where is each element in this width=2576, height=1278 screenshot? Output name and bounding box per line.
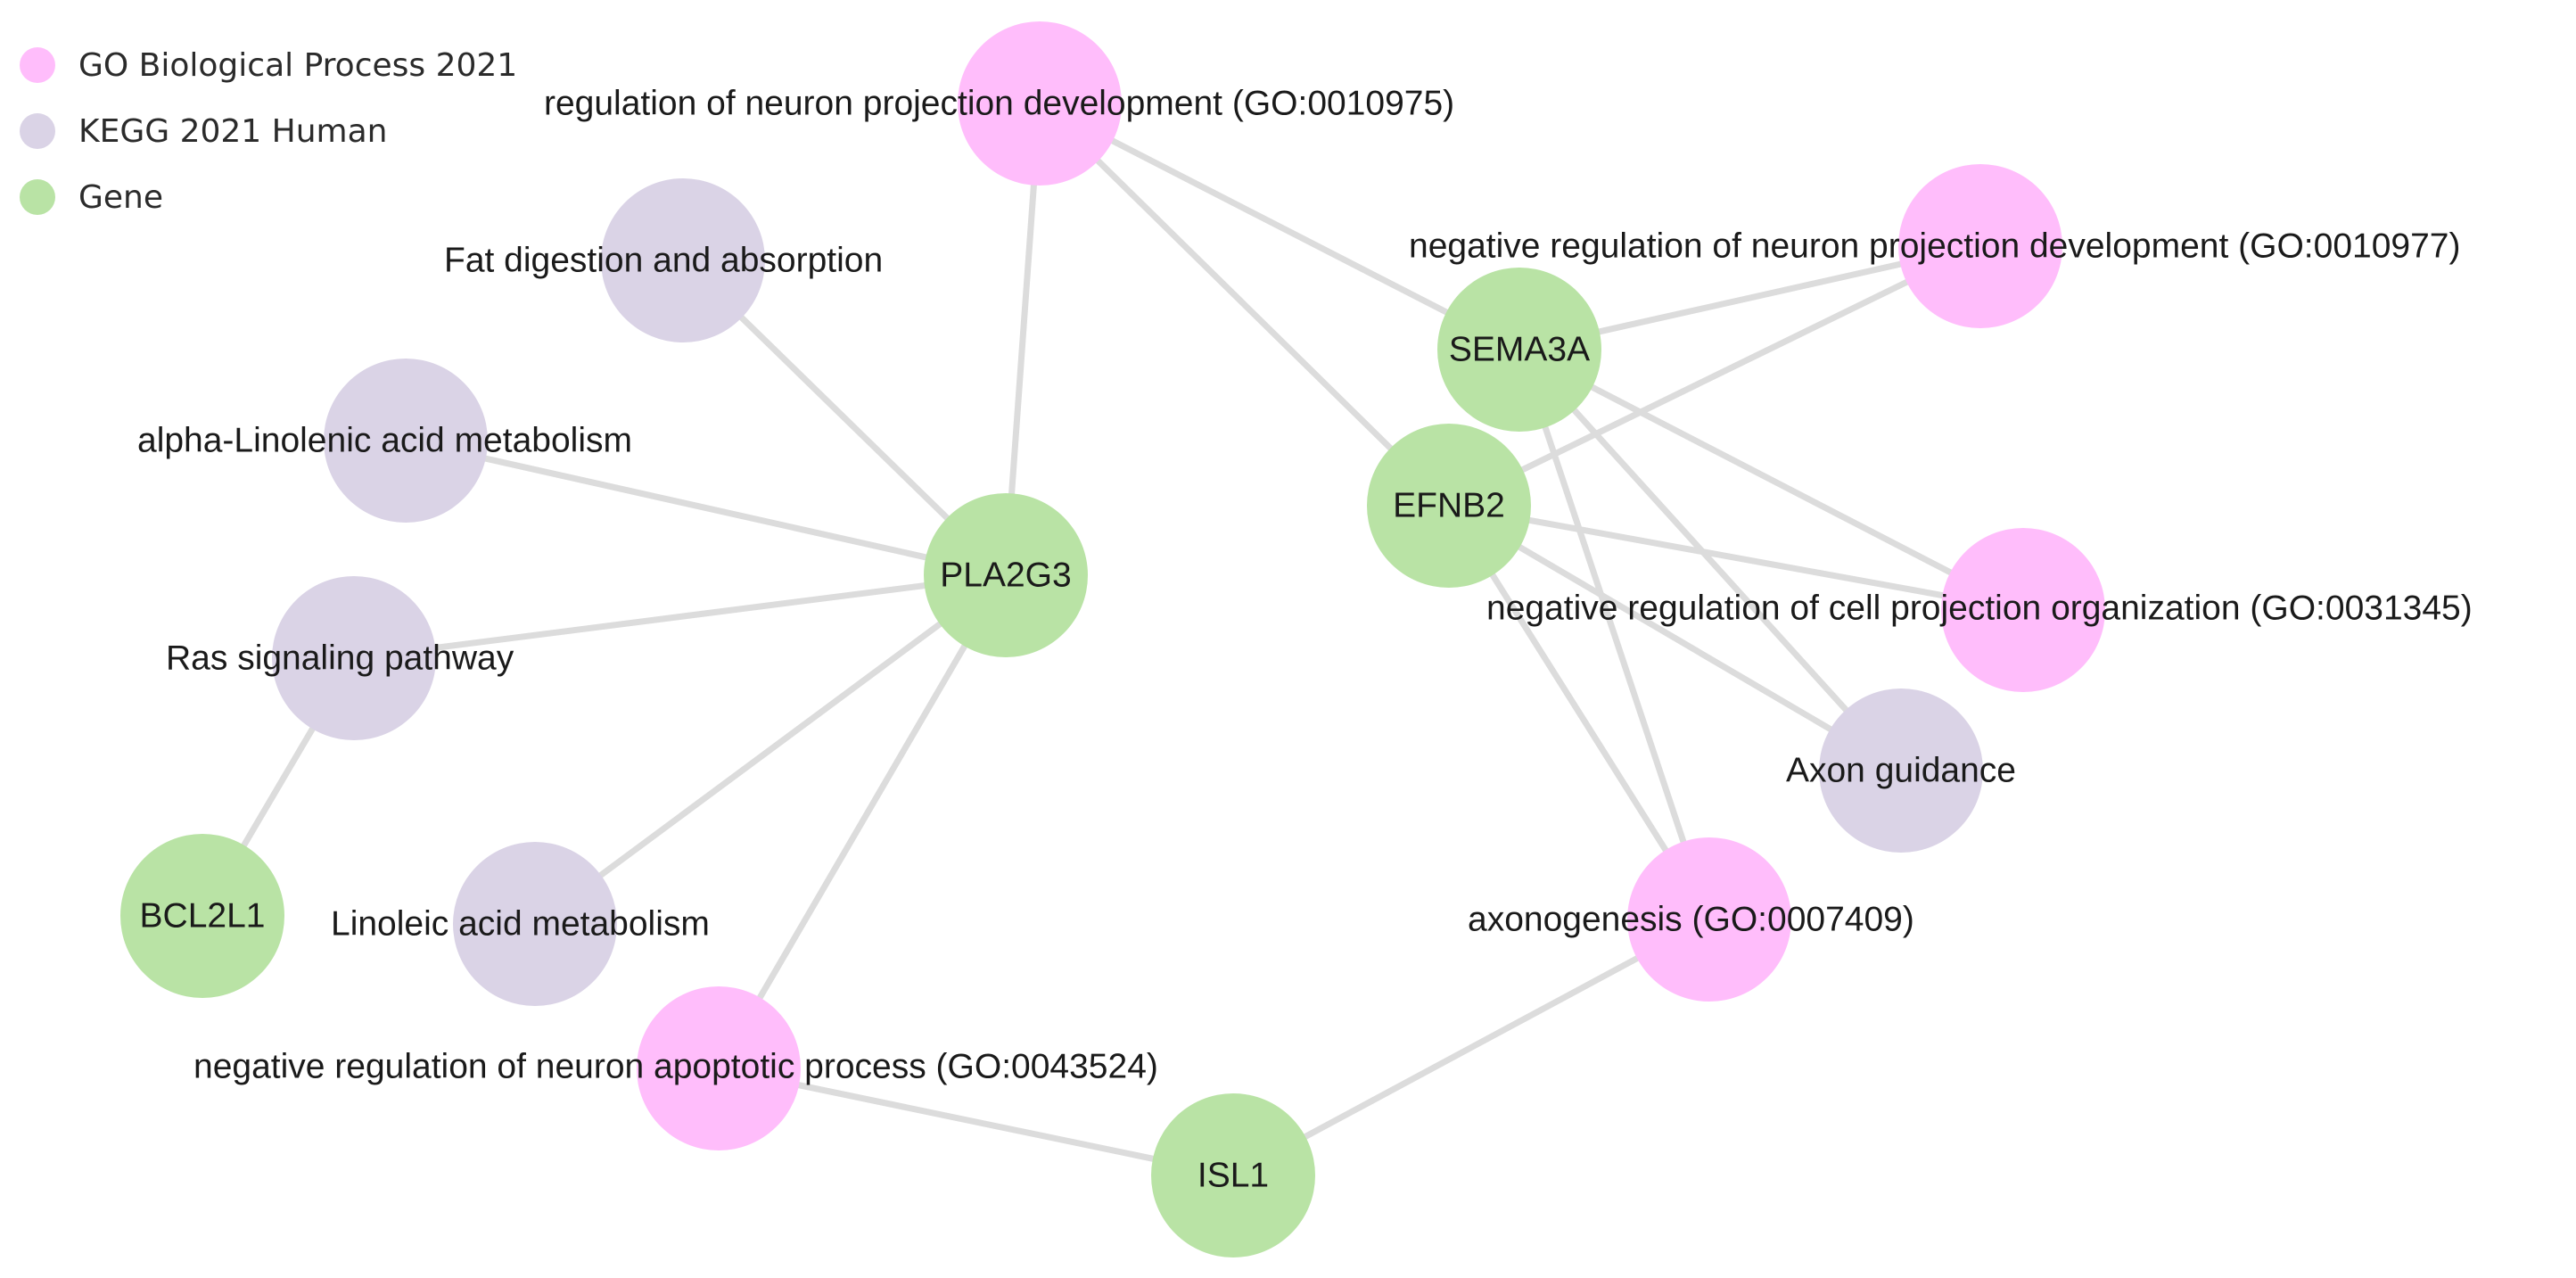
legend-swatch-go bbox=[20, 47, 55, 83]
legend-label-go: GO Biological Process 2021 bbox=[78, 46, 518, 84]
edge-kegg_alpha-gene_pla2g3 bbox=[402, 437, 1009, 579]
node-gene_isl1[interactable] bbox=[1151, 1093, 1315, 1257]
node-label-kegg_linoleic: Linoleic acid metabolism bbox=[331, 905, 710, 944]
edge-gene_isl1-go_7409 bbox=[1230, 916, 1713, 1179]
legend-label-kegg: KEGG 2021 Human bbox=[78, 112, 388, 150]
edge-kegg_ras-gene_pla2g3 bbox=[350, 572, 1009, 662]
node-label-go_10977: negative regulation of neuron projection… bbox=[1409, 227, 2460, 266]
node-label-go_10975: regulation of neuron projection developm… bbox=[544, 85, 1454, 123]
edge-gene_sema3a-go_7409 bbox=[1516, 346, 1713, 923]
node-label-go_7409: axonogenesis (GO:0007409) bbox=[1468, 901, 1914, 939]
node-label-gene_efnb2: EFNB2 bbox=[1393, 487, 1505, 525]
node-kegg_fat[interactable] bbox=[601, 178, 765, 342]
legend-item-kegg: KEGG 2021 Human bbox=[20, 98, 517, 164]
node-go_10975[interactable] bbox=[958, 21, 1122, 186]
node-label-gene_isl1: ISL1 bbox=[1197, 1157, 1269, 1195]
node-go_7409[interactable] bbox=[1627, 837, 1791, 1002]
node-kegg_ras[interactable] bbox=[272, 576, 436, 740]
edge-gene_efnb2-go_10977 bbox=[1445, 243, 1984, 509]
edge-go_10975-gene_sema3a bbox=[1036, 100, 1523, 353]
node-gene_pla2g3[interactable] bbox=[924, 493, 1088, 657]
edge-gene_efnb2-go_31345 bbox=[1445, 502, 2027, 614]
node-label-kegg_alpha: alpha-Linolenic acid metabolism bbox=[137, 422, 632, 460]
node-label-go_43524: negative regulation of neuron apoptotic … bbox=[193, 1048, 1158, 1086]
edge-go_10975-gene_efnb2 bbox=[1036, 100, 1453, 509]
node-label-gene_sema3a: SEMA3A bbox=[1449, 331, 1590, 369]
node-label-kegg_axon: Axon guidance bbox=[1786, 752, 2016, 790]
node-label-kegg_fat: Fat digestion and absorption bbox=[444, 242, 883, 280]
edge-go_43524-gene_pla2g3 bbox=[715, 572, 1009, 1072]
edge-gene_sema3a-go_31345 bbox=[1516, 346, 2027, 614]
labels-layer: regulation of neuron projection developm… bbox=[137, 85, 2473, 1195]
edge-gene_efnb2-kegg_axon bbox=[1445, 502, 1905, 774]
node-label-gene_pla2g3: PLA2G3 bbox=[940, 557, 1071, 595]
node-kegg_alpha[interactable] bbox=[324, 359, 488, 523]
node-label-kegg_ras: Ras signaling pathway bbox=[166, 639, 514, 678]
legend: GO Biological Process 2021 KEGG 2021 Hum… bbox=[20, 32, 517, 230]
legend-label-gene: Gene bbox=[78, 178, 164, 216]
legend-swatch-gene bbox=[20, 179, 55, 215]
node-gene_efnb2[interactable] bbox=[1367, 424, 1531, 588]
edge-go_43524-gene_isl1 bbox=[715, 1065, 1237, 1179]
node-label-gene_bcl2l1: BCL2L1 bbox=[140, 897, 266, 936]
edge-kegg_linoleic-gene_pla2g3 bbox=[531, 572, 1009, 928]
node-label-go_31345: negative regulation of cell projection o… bbox=[1486, 590, 2473, 628]
legend-item-go: GO Biological Process 2021 bbox=[20, 32, 517, 98]
node-kegg_axon[interactable] bbox=[1819, 688, 1983, 853]
node-gene_sema3a[interactable] bbox=[1437, 268, 1601, 432]
node-go_10977[interactable] bbox=[1898, 164, 2062, 328]
legend-swatch-kegg bbox=[20, 113, 55, 149]
nodes-layer bbox=[120, 21, 2105, 1257]
node-kegg_linoleic[interactable] bbox=[453, 842, 617, 1006]
edge-gene_sema3a-kegg_axon bbox=[1516, 346, 1905, 774]
node-go_31345[interactable] bbox=[1941, 528, 2105, 692]
node-gene_bcl2l1[interactable] bbox=[120, 834, 284, 998]
legend-item-gene: Gene bbox=[20, 164, 517, 230]
node-go_43524[interactable] bbox=[637, 986, 801, 1150]
